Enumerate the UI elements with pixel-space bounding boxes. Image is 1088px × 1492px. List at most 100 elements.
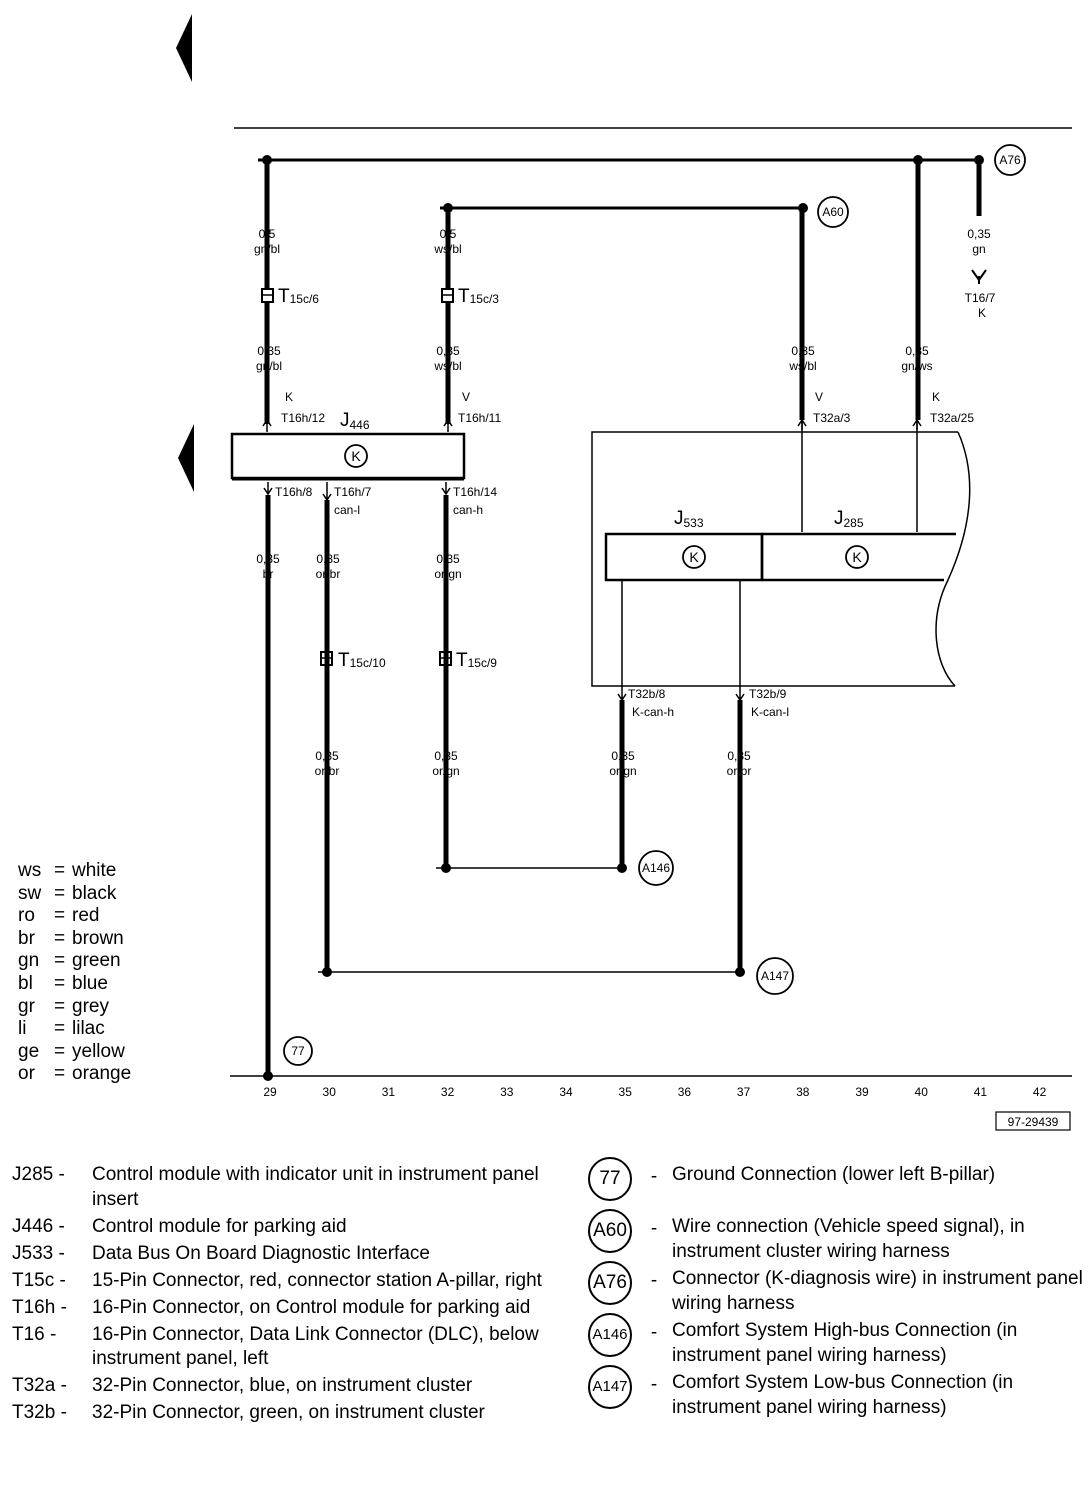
j446-label: J446 — [340, 410, 370, 432]
svg-text:K-can-l: K-can-l — [751, 705, 789, 719]
component-description: Data Bus On Board Diagnostic Interface — [92, 1242, 430, 1264]
color-legend-row: li = lilac — [18, 1018, 218, 1041]
axis-number: 32 — [441, 1085, 455, 1099]
component-description: 32-Pin Connector, blue, on instrument cl… — [92, 1375, 473, 1396]
pin-arrow-icon — [912, 418, 922, 430]
color-name: grey — [72, 995, 109, 1017]
equals-sign: = — [54, 860, 66, 881]
svg-text:V: V — [462, 390, 470, 404]
equals-sign: = — [54, 1063, 66, 1085]
svg-text:K-can-h: K-can-h — [632, 705, 674, 719]
pin-arrow-icon — [262, 418, 272, 432]
junction-dot — [441, 863, 451, 873]
svg-text:or/br: or/br — [727, 764, 752, 778]
svg-text:0,35: 0,35 — [257, 344, 281, 358]
connection-description: Ground Connection (lower left B-pillar) — [672, 1164, 996, 1185]
color-code: gn — [18, 950, 40, 972]
color-name: green — [72, 950, 121, 972]
t15c9-label: T15c/9 — [456, 650, 497, 671]
component-legend-row: T32a -32-Pin Connector, blue, on instrum… — [12, 1374, 582, 1399]
connection-legend-row: A146-Comfort System High-bus Connection … — [584, 1309, 1084, 1368]
component-description: 15-Pin Connector, red, connector station… — [92, 1269, 542, 1291]
color-legend-row: br=brown — [18, 928, 218, 951]
connection-symbol-icon: 77 — [588, 1157, 632, 1201]
pin-arrow-icon — [263, 482, 273, 496]
svg-text:gn/ws: gn/ws — [901, 359, 932, 373]
svg-text:or/gn: or/gn — [432, 764, 459, 778]
svg-text:ws/bl: ws/bl — [788, 359, 816, 373]
svg-text:0,35: 0,35 — [905, 344, 929, 358]
connection-symbol-icon: A146 — [588, 1313, 632, 1357]
svg-text:0,35: 0,35 — [727, 749, 751, 763]
t15c10-label: T15c/10 — [338, 650, 386, 671]
equals-sign: = — [54, 905, 66, 927]
axis-number: 36 — [678, 1085, 692, 1099]
j285-label: J285 — [834, 508, 864, 530]
equals-sign: = — [54, 1018, 66, 1040]
component-description: Control module with indicator unit in in… — [92, 1164, 539, 1210]
t15c6-label: T15c/6 — [278, 286, 319, 307]
j533-label: J533 — [674, 508, 704, 530]
svg-text:can-l: can-l — [334, 503, 360, 517]
color-code: ws — [18, 860, 42, 881]
svg-text:0,35: 0,35 — [967, 227, 991, 241]
svg-text:0,5: 0,5 — [440, 227, 457, 241]
pin-label-group: K T16h/12 V T16h/11 V T32a/3 K T32a/25 T… — [275, 390, 974, 719]
color-code: or — [18, 1063, 35, 1085]
legend-dash: - — [650, 1374, 658, 1395]
connector-t15c6-icon — [261, 288, 274, 303]
svg-text:ws/bl: ws/bl — [433, 359, 461, 373]
svg-text:T16h/8: T16h/8 — [275, 485, 313, 499]
component-legend-row: J285 -Control module with indicator unit… — [12, 1163, 582, 1212]
pin-arrow-icon — [443, 418, 453, 432]
page-arrow-top-icon[interactable] — [176, 14, 192, 82]
t16-7-letter: K — [978, 306, 986, 320]
svg-text:br: br — [263, 567, 274, 581]
svg-text:0,35: 0,35 — [611, 749, 635, 763]
connection-description: Connector (K-diagnosis wire) in instrume… — [672, 1268, 1083, 1314]
a76-circle: A76 — [994, 144, 1026, 176]
axis-number: 29 — [263, 1085, 277, 1099]
axis-number: 35 — [619, 1085, 633, 1099]
component-legend-row: J446 -Control module for parking aid — [12, 1215, 582, 1240]
j285-module-icon: K — [845, 545, 869, 569]
svg-text:0,35: 0,35 — [436, 552, 460, 566]
junction-dot — [735, 967, 745, 977]
pin-arrow-icon — [322, 482, 332, 502]
svg-text:0,35: 0,35 — [256, 552, 280, 566]
component-legend-row: T16 -16-Pin Connector, Data Link Connect… — [12, 1323, 582, 1372]
connection-legend-row: A147-Comfort System Low-bus Connection (… — [584, 1361, 1084, 1420]
component-legend-row: T32b -32-Pin Connector, green, on instru… — [12, 1401, 582, 1426]
equals-sign: = — [54, 927, 66, 949]
connection-legend-row: 77-Ground Connection (lower left B-pilla… — [584, 1153, 1084, 1205]
color-name: brown — [72, 927, 124, 949]
svg-text:0,35: 0,35 — [315, 749, 339, 763]
axis-number: 31 — [382, 1085, 396, 1099]
color-name: lilac — [72, 1018, 105, 1040]
color-legend-row: bl=blue — [18, 973, 218, 996]
page-arrow-mid-icon[interactable] — [178, 424, 194, 492]
connection-description: Comfort System High-bus Connection (in i… — [672, 1320, 1018, 1366]
connection-legend-row: A60-Wire connection (Vehicle speed signa… — [584, 1205, 1084, 1264]
svg-text:can-h: can-h — [453, 503, 483, 517]
legend-dash: - — [650, 1322, 658, 1343]
color-code: li — [18, 1018, 27, 1040]
svg-text:gn/bl: gn/bl — [254, 242, 280, 256]
a147-circle: A147 — [756, 957, 794, 995]
legend-dash: - — [650, 1218, 658, 1239]
svg-text:or/gn: or/gn — [434, 567, 461, 581]
axis-number: 30 — [323, 1085, 337, 1099]
svg-text:A146: A146 — [642, 861, 670, 875]
ref-number: 97-29439 — [1008, 1115, 1059, 1129]
svg-text:or/br: or/br — [316, 567, 341, 581]
t16-7-pin: T16/7 — [965, 291, 996, 305]
color-name: red — [72, 905, 100, 927]
axis-number: 39 — [855, 1085, 869, 1099]
color-code: ge — [18, 1040, 40, 1062]
pin-arrow-icon — [797, 418, 807, 430]
equals-sign: = — [54, 972, 66, 994]
svg-text:A147: A147 — [761, 969, 789, 983]
svg-text:K: K — [351, 448, 361, 464]
